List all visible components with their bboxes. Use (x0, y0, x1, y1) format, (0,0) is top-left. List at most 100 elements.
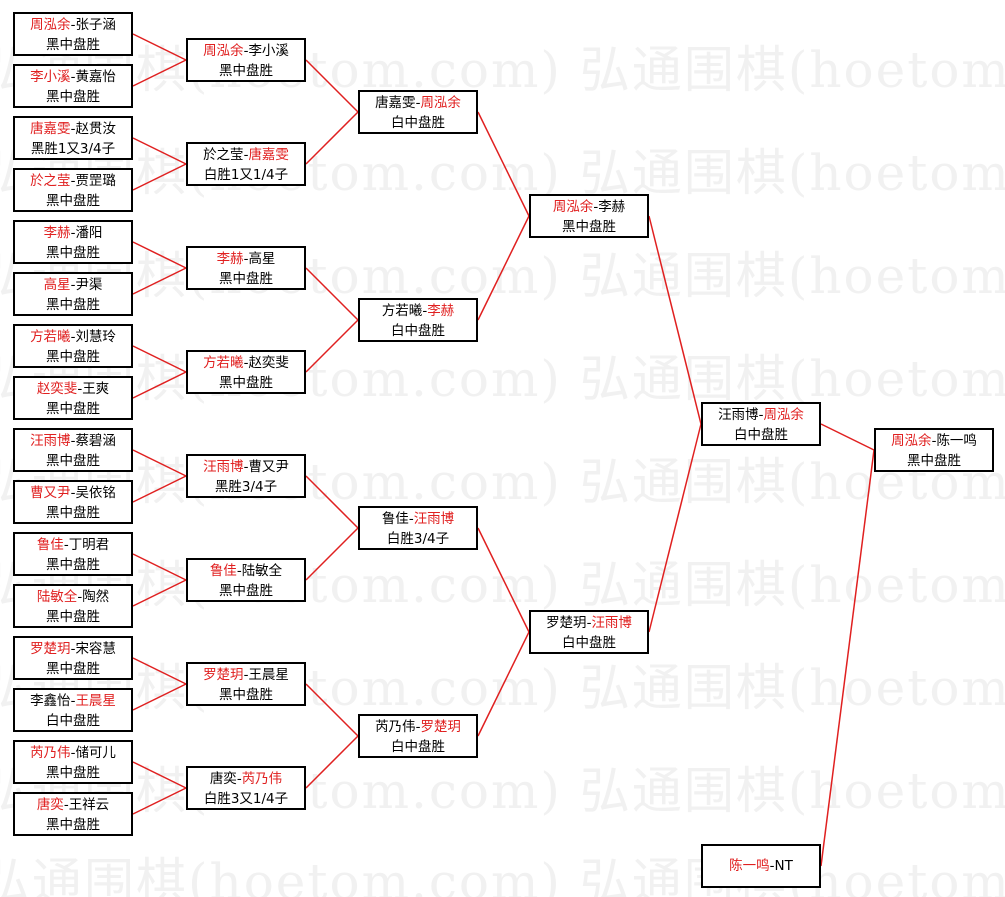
player-separator: - (243, 355, 249, 371)
match-box-r4-1: 周泓余-李赫黑中盘胜 (529, 194, 649, 238)
match-box-final-1: 周泓余-陈一鸣黑中盘胜 (874, 428, 994, 472)
match-players: 鲁佳-汪雨博 (360, 509, 476, 529)
player-separator: - (70, 173, 76, 189)
player-separator: - (243, 459, 249, 475)
match-players: 唐嘉雯-赵贯汝 (15, 119, 131, 139)
match-players: 方若曦-赵奕斐 (188, 353, 304, 373)
player-white: 唐嘉雯 (248, 147, 289, 163)
match-players: 周泓余-陈一鸣 (876, 431, 992, 451)
player-black: 李赫 (43, 225, 71, 241)
match-players: 鲁佳-陆敏全 (188, 561, 304, 581)
player-white: 贾罡璐 (75, 173, 116, 189)
match-result: 黑中盘胜 (907, 453, 961, 469)
match-box-bye-1: 陈一鸣-NT (701, 844, 821, 888)
connector-line (820, 423, 875, 451)
player-separator: - (586, 615, 592, 631)
player-black: 陆敏全 (36, 589, 78, 605)
match-players: 鲁佳-丁明君 (15, 535, 131, 555)
player-separator: - (70, 641, 76, 657)
match-box-r1-9: 汪雨博-蔡碧涵黑中盘胜 (13, 428, 133, 472)
player-white: 汪雨博 (413, 511, 455, 527)
connector-line (132, 475, 187, 503)
player-separator: - (70, 225, 76, 241)
connector-line (477, 527, 530, 633)
player-separator: - (758, 407, 764, 423)
match-players: 李鑫怡-王晨星 (15, 691, 131, 711)
match-result: 黑中盘胜 (46, 557, 100, 573)
match-box-r2-6: 鲁佳-陆敏全黑中盘胜 (186, 558, 306, 602)
player-white: 储可儿 (75, 745, 116, 761)
match-result: 黑胜3/4子 (214, 479, 278, 495)
connector-line (305, 111, 359, 165)
player-black: 赵奕斐 (36, 381, 78, 397)
match-box-r1-14: 李鑫怡-王晨星白中盘胜 (13, 688, 133, 732)
connector-line (477, 215, 530, 321)
player-separator: - (236, 563, 242, 579)
match-players: 汪雨博-周泓余 (703, 405, 819, 425)
match-result: 白中盘胜 (734, 427, 788, 443)
match-box-r1-7: 方若曦-刘慧玲黑中盘胜 (13, 324, 133, 368)
player-white: 陈一鸣 (936, 433, 977, 449)
match-result: 黑中盘胜 (46, 453, 100, 469)
connector-line (132, 657, 187, 685)
match-result: 黑中盘胜 (219, 271, 273, 287)
match-box-r2-3: 李赫-高星黑中盘胜 (186, 246, 306, 290)
connector-line (305, 59, 359, 113)
player-separator: - (931, 433, 937, 449)
player-white: 王爽 (82, 381, 110, 397)
match-result: 黑中盘胜 (46, 89, 100, 105)
match-players: 陈一鸣-NT (703, 856, 819, 876)
player-black: 鲁佳 (209, 563, 237, 579)
player-white: 蔡碧涵 (75, 433, 116, 449)
connector-line (132, 449, 187, 477)
connector-line (305, 527, 359, 581)
match-result: 黑中盘胜 (219, 687, 273, 703)
player-white: 吴依铭 (75, 485, 116, 501)
match-players: 曹又尹-吴依铭 (15, 483, 131, 503)
connector-line (648, 215, 702, 425)
connector-line (132, 787, 187, 815)
match-result: 黑中盘胜 (46, 245, 100, 261)
match-players: 李赫-高星 (188, 249, 304, 269)
player-black: 罗楚玥 (203, 667, 244, 683)
match-box-r3-4: 芮乃伟-罗楚玥白中盘胜 (358, 714, 478, 758)
player-white: 罗楚玥 (420, 719, 461, 735)
player-separator: - (70, 485, 76, 501)
player-white: 陶然 (82, 589, 110, 605)
match-result: 黑中盘胜 (46, 193, 100, 209)
player-separator: - (415, 719, 421, 735)
connector-line (132, 267, 187, 295)
watermark-line: 弘通围棋(hoetom.com) 弘通围棋(hoetom.com) 弘通围棋(h… (0, 453, 1005, 511)
match-result: 白中盘胜 (562, 635, 616, 651)
match-players: 方若曦-刘慧玲 (15, 327, 131, 347)
player-separator: - (243, 43, 249, 59)
player-black: 李小溪 (30, 69, 71, 85)
player-separator: - (243, 251, 249, 267)
match-result: 黑胜1又3/4子 (30, 141, 116, 157)
match-result: 白中盘胜 (391, 739, 445, 755)
player-white: 尹渠 (75, 277, 103, 293)
connector-line (132, 761, 187, 789)
match-box-r3-2: 方若曦-李赫白中盘胜 (358, 298, 478, 342)
player-white: 李小溪 (248, 43, 289, 59)
watermark-line: 弘通围棋(hoetom.com) 弘通围棋(hoetom.com) 弘通围棋(h… (0, 350, 1005, 408)
player-white: 赵奕斐 (248, 355, 289, 371)
player-black: 罗楚玥 (546, 615, 587, 631)
player-black: 汪雨博 (30, 433, 71, 449)
player-separator: - (422, 303, 428, 319)
player-white: 李赫 (427, 303, 455, 319)
player-separator: - (70, 693, 76, 709)
player-black: 芮乃伟 (30, 745, 71, 761)
player-white: 芮乃伟 (241, 771, 283, 787)
match-result: 白中盘胜 (391, 115, 445, 131)
player-black: 唐嘉雯 (375, 95, 416, 111)
player-separator: - (63, 537, 69, 553)
player-white: 赵贯汝 (75, 121, 116, 137)
player-separator: - (70, 17, 76, 33)
match-box-r2-7: 罗楚玥-王晨星黑中盘胜 (186, 662, 306, 706)
connector-line (820, 449, 875, 867)
match-players: 高星-尹渠 (15, 275, 131, 295)
watermark-line: 弘通围棋(hoetom.com) 弘通围棋(hoetom.com) 弘通围棋(h… (0, 556, 1005, 614)
player-white: NT (774, 858, 793, 874)
player-separator: - (593, 199, 599, 215)
